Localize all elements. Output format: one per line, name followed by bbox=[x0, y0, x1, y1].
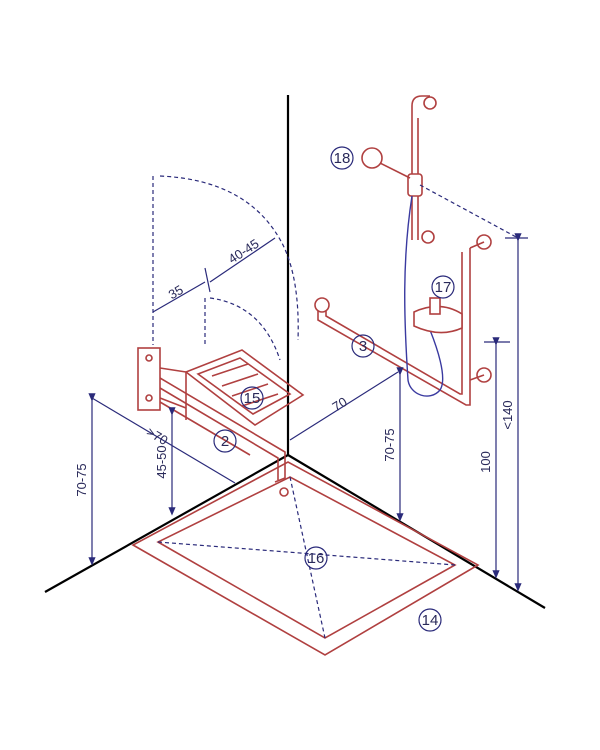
rail-mount-top bbox=[423, 96, 437, 110]
grab-bar-lower bbox=[159, 387, 279, 480]
dim-seat-height-inner: 45-50 bbox=[154, 445, 169, 478]
drain bbox=[279, 487, 289, 497]
callout-seat: 15 bbox=[244, 390, 261, 407]
seat-wall-plate bbox=[137, 347, 161, 411]
dimension-lines bbox=[88, 175, 528, 592]
callouts: 15 2 3 16 14 17 18 bbox=[213, 146, 455, 632]
seat-swing-arc-inner bbox=[209, 297, 281, 361]
dim-vertical-bar: 100 bbox=[478, 451, 493, 473]
callout-circle-tray bbox=[304, 546, 328, 570]
dim-seat-reach: >70 bbox=[144, 424, 171, 448]
rail-top bbox=[411, 95, 430, 118]
seat-frame bbox=[184, 349, 305, 426]
mixer-handle bbox=[429, 297, 441, 315]
seat-swing-arc bbox=[159, 175, 299, 341]
callout-circle-shower-head bbox=[330, 146, 354, 170]
dim-seat-height-outer: 70-75 bbox=[74, 463, 89, 496]
callout-circle-floor bbox=[418, 608, 442, 632]
callout-wall-bar: 3 bbox=[359, 338, 367, 355]
l-bar-outer bbox=[317, 248, 471, 406]
callout-fold-bar: 2 bbox=[221, 433, 229, 450]
shower-hose bbox=[404, 195, 444, 397]
bar-mount-left bbox=[314, 297, 330, 313]
grab-bar-upper bbox=[159, 377, 286, 483]
dim-bar-from-corner: 70 bbox=[330, 394, 350, 414]
dim-seat-gap: 40-45 bbox=[226, 236, 262, 267]
dim-bar-height: 70-75 bbox=[382, 428, 397, 461]
callout-circle-wall-bar bbox=[351, 334, 375, 358]
callout-floor: 14 bbox=[422, 612, 439, 629]
wall-grab-bar bbox=[314, 234, 492, 406]
seat-inner bbox=[196, 357, 292, 415]
shower-assembly bbox=[361, 95, 463, 397]
dim-seat-width: 35 bbox=[166, 282, 186, 302]
shower-slider bbox=[407, 173, 423, 197]
tray-inner bbox=[156, 476, 457, 639]
tray-outer bbox=[131, 461, 480, 656]
left-floor-edge bbox=[44, 454, 289, 593]
dim-shower-height: <140 bbox=[500, 400, 515, 429]
shower-reference-line bbox=[419, 184, 519, 239]
dim-line-bar-corner bbox=[289, 371, 399, 441]
rail-mount-bottom bbox=[421, 230, 435, 244]
shower-head bbox=[361, 147, 383, 169]
folding-seat bbox=[137, 347, 305, 426]
callout-mixer: 17 bbox=[435, 279, 452, 296]
callout-tray: 16 bbox=[308, 550, 325, 567]
dimension-texts: 70-75 45-50 >70 35 40-45 70 70-75 100 <1… bbox=[74, 236, 515, 497]
l-bar-inner bbox=[325, 252, 463, 395]
callout-circle-fold-bar bbox=[213, 429, 237, 453]
callout-circle-mixer bbox=[431, 275, 455, 299]
callout-circle-seat bbox=[240, 386, 264, 410]
callout-shower-head: 18 bbox=[334, 150, 351, 167]
